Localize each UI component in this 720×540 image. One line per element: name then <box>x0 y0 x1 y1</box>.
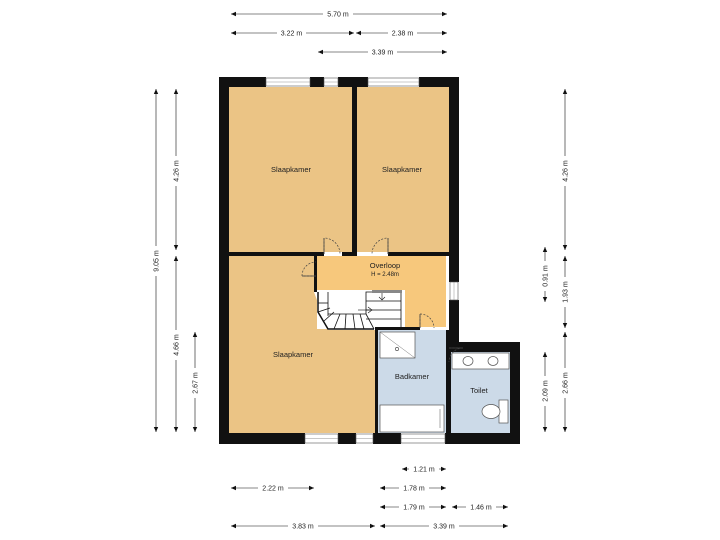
dim-right-inner: 2.09 m <box>543 380 550 402</box>
room-label-toilet: Toilet <box>470 386 488 395</box>
room-label-bathroom: Badkamer <box>395 372 430 381</box>
dim-left-inner: 2.67 m <box>193 372 200 394</box>
dim-top-right: 2.38 m <box>392 31 414 38</box>
dim-bottom-4b: 3.39 m <box>433 524 455 531</box>
room-label-bedroom-top-right: Slaapkamer <box>382 165 423 174</box>
walls <box>219 77 520 444</box>
room-label-bedroom-bottom: Slaapkamer <box>273 350 314 359</box>
bathroom-fixtures <box>379 331 510 433</box>
dim-bottom-3a: 1.79 m <box>403 505 425 512</box>
door-leaves <box>302 238 463 349</box>
dim-bottom-4a: 3.83 m <box>292 524 314 531</box>
dim-left-lower: 4.66 m <box>174 334 181 356</box>
dim-right-mid: 1.93 m <box>563 281 570 303</box>
dim-bottom-1: 1.21 m <box>413 467 435 474</box>
stair-opening <box>372 290 402 293</box>
dim-bottom-3b: 1.46 m <box>470 505 492 512</box>
window-lines <box>266 81 455 439</box>
dim-right-small: 0.91 m <box>543 265 550 287</box>
landing-floor <box>317 256 446 327</box>
dim-top-second: 3.39 m <box>372 50 394 57</box>
room-label-bedroom-top-left: Slaapkamer <box>271 165 312 174</box>
dim-bottom-2a: 2.22 m <box>262 486 284 493</box>
bedroom-bottom-floor <box>229 256 375 433</box>
bedroom-top-right-floor <box>357 87 449 252</box>
toilet-bowl <box>481 404 501 419</box>
dimension-label-backgrounds <box>151 9 570 531</box>
bathtub <box>379 404 445 433</box>
dim-left-upper: 4.26 m <box>174 160 181 182</box>
room-label-landing: Overloop <box>370 261 400 270</box>
bedroom-top-left-floor <box>229 87 352 252</box>
dim-right-lower: 2.66 m <box>563 372 570 394</box>
dim-right-upper: 4.26 m <box>563 160 570 182</box>
double-sink <box>451 352 510 370</box>
staircase <box>317 291 402 330</box>
room-height-landing: H = 2.48m <box>371 272 399 278</box>
dim-left-total: 9.05 m <box>154 250 161 272</box>
dim-top-left: 3.22 m <box>281 31 303 38</box>
dim-top-total: 5.70 m <box>327 12 349 19</box>
dim-bottom-2b: 1.78 m <box>403 486 425 493</box>
